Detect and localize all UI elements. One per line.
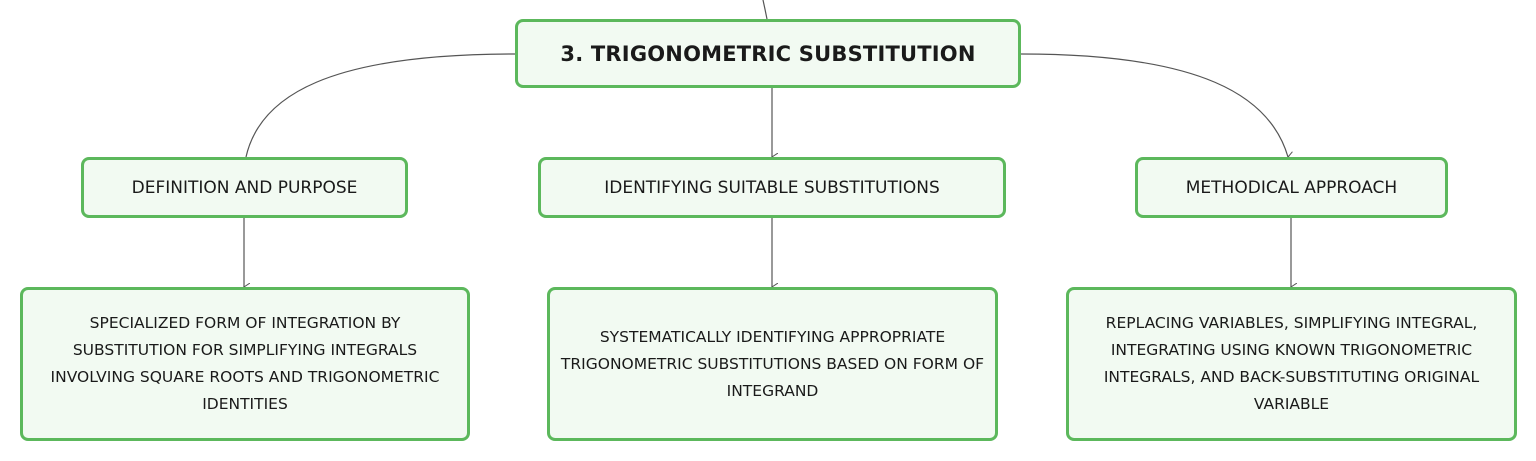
detail-node-text: REPLACING VARIABLES, SIMPLIFYING INTEGRA… [1103,314,1480,413]
branch-node-methodical-approach[interactable]: METHODICAL APPROACH [1135,157,1448,218]
detail-node-methodical[interactable]: REPLACING VARIABLES, SIMPLIFYING INTEGRA… [1066,287,1517,441]
detail-node-identifying[interactable]: SYSTEMATICALLY IDENTIFYING APPROPRIATE T… [547,287,998,441]
connector-root-to-definition [245,53,516,158]
root-node-label: 3. TRIGONOMETRIC SUBSTITUTION [560,41,976,66]
branch-node-identifying-suitable-substitutions[interactable]: IDENTIFYING SUITABLE SUBSTITUTIONS [538,157,1006,218]
connector-incoming [762,0,768,20]
branch-node-label: DEFINITION AND PURPOSE [131,177,358,198]
detail-node-text: SYSTEMATICALLY IDENTIFYING APPROPRIATE T… [560,327,985,400]
detail-node-definition[interactable]: SPECIALIZED FORM OF INTEGRATION BY SUBST… [20,287,470,441]
connector-root-to-methodical [1020,53,1288,157]
root-node-trigonometric-substitution[interactable]: 3. TRIGONOMETRIC SUBSTITUTION [515,19,1021,88]
branch-node-definition-and-purpose[interactable]: DEFINITION AND PURPOSE [81,157,408,218]
branch-node-label: IDENTIFYING SUITABLE SUBSTITUTIONS [604,177,940,198]
branch-node-label: METHODICAL APPROACH [1185,177,1398,198]
detail-node-text: SPECIALIZED FORM OF INTEGRATION BY SUBST… [50,314,440,413]
